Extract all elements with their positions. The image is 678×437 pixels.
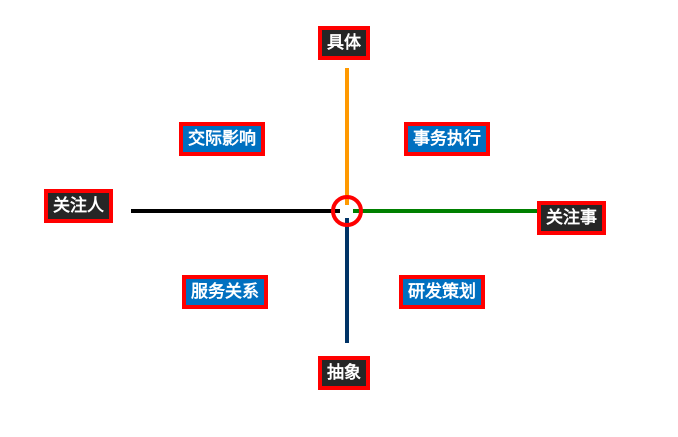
quadrant-label-top-right: 事务执行 [404, 122, 490, 156]
quadrant-label-bottom-left: 服务关系 [182, 275, 268, 309]
axis-label-right: 关注事 [537, 201, 606, 235]
axis-label-top: 具体 [318, 26, 370, 60]
quadrant-label-top-left: 交际影响 [179, 122, 265, 156]
quadrant-label-bottom-right: 研发策划 [399, 275, 485, 309]
axis-label-left: 关注人 [44, 189, 113, 223]
center-circle [331, 195, 363, 227]
axis-label-bottom: 抽象 [318, 356, 370, 390]
